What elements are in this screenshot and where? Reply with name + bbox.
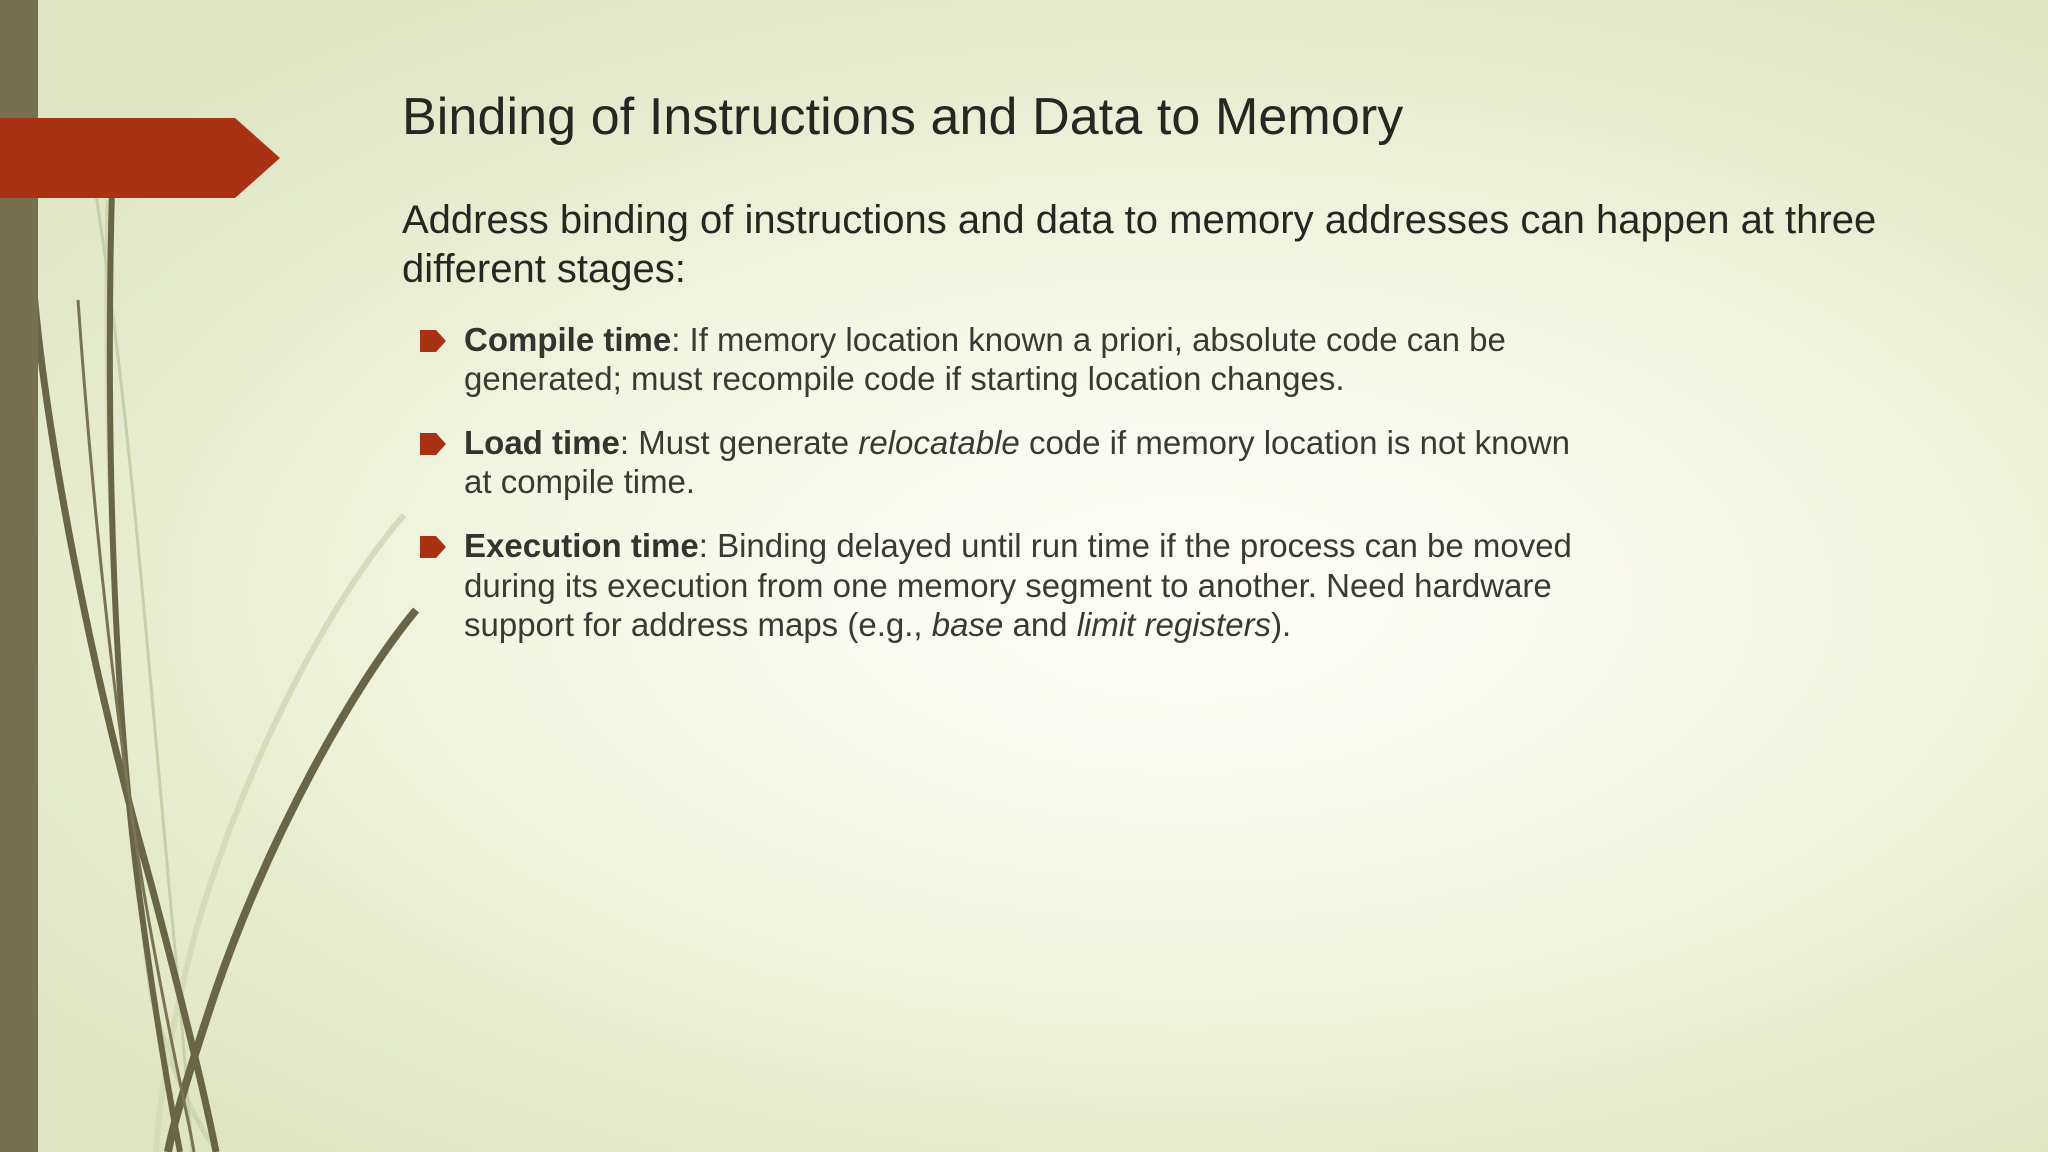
bullet-separator: : (619, 423, 639, 461)
red-banner-arrow-icon (0, 118, 280, 198)
bullet-separator: : (671, 320, 690, 358)
bullet-text-tail: ). (1271, 606, 1292, 644)
bullet-emphasis-limit-registers: limit registers (1076, 606, 1272, 644)
bullet-text-mid: and (1003, 606, 1077, 644)
bullet-list: Compile time: If memory location known a… (402, 320, 1962, 645)
slide-body: Address binding of instructions and data… (402, 196, 1962, 645)
bullet-emphasis-relocatable: relocatable (858, 423, 1020, 461)
bullet-lead-label: Load time (464, 423, 620, 461)
bullet-text-tail: code if memory location is not known at … (464, 423, 1571, 501)
bullet-text: Binding delayed until run time if the pr… (464, 526, 1572, 644)
bullet-text: If memory location known a priori, absol… (464, 320, 1506, 398)
intro-paragraph: Address binding of instructions and data… (402, 198, 1877, 291)
bullet-arrow-icon (420, 432, 446, 455)
bullet-emphasis-base: base (931, 606, 1004, 644)
bullet-lead-label: Execution time (464, 526, 699, 564)
bullet-item-load-time: Load time: Must generate relocatable cod… (402, 423, 1604, 502)
bullet-text: Must generate (638, 423, 859, 461)
bullet-item-execution-time: Execution time: Binding delayed until ru… (402, 526, 1604, 645)
slide-title: Binding of Instructions and Data to Memo… (402, 88, 1404, 146)
bullet-lead-label: Compile time (464, 320, 672, 358)
bullet-item-compile-time: Compile time: If memory location known a… (402, 320, 1604, 399)
bullet-separator: : (698, 526, 718, 564)
bullet-arrow-icon (420, 329, 446, 352)
bullet-arrow-icon (420, 535, 446, 558)
